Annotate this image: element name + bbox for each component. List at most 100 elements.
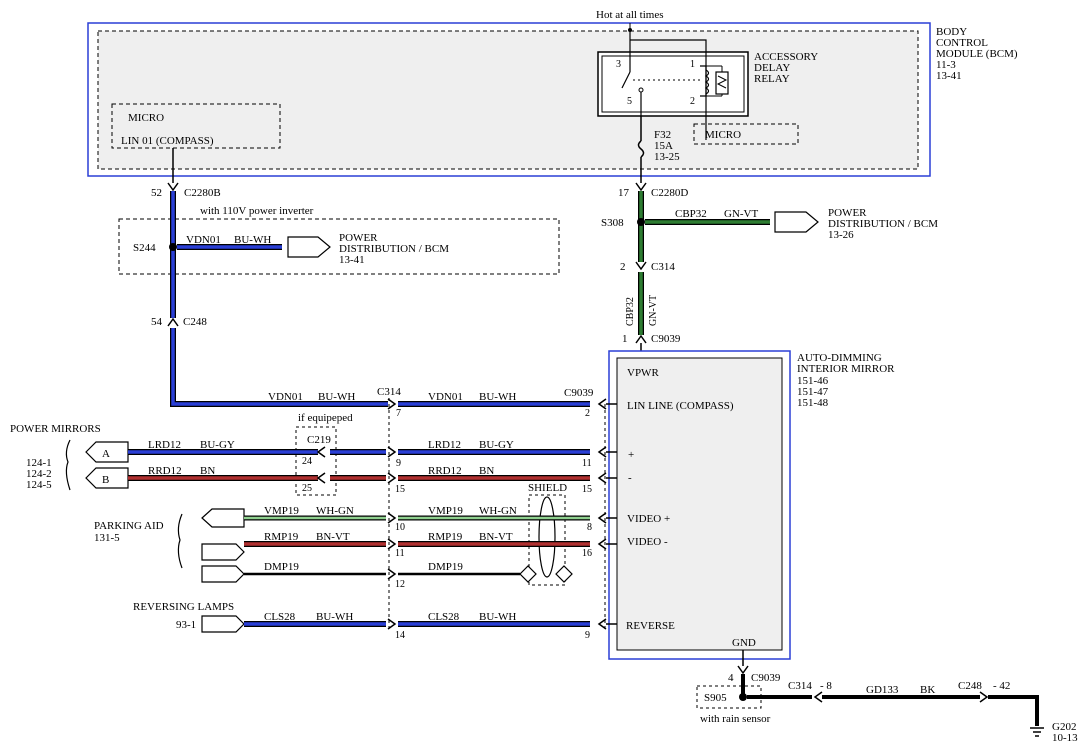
reversing-lamps-arrow	[201, 615, 245, 633]
cbp32-vertical-label: CBP32	[625, 297, 636, 326]
mirror-a-label: A	[102, 448, 110, 460]
shield-label: SHIELD	[528, 482, 567, 494]
svg-text:151-47: 151-47	[797, 386, 829, 398]
mirror-title: AUTO-DIMMING INTERIOR MIRROR 151-46 151-…	[797, 352, 895, 409]
c314-cls-connector-icon	[387, 618, 397, 630]
bn-label-b: BN	[479, 465, 494, 477]
vdn01-label-b: VDN01	[428, 391, 463, 403]
micro-right-label: MICRO	[705, 129, 741, 141]
cls28-label-a: CLS28	[264, 611, 296, 623]
bugy-label-a: BU-GY	[200, 439, 235, 451]
svg-text:124-2: 124-2	[26, 468, 52, 480]
c219-rrd-connector-icon	[316, 472, 326, 484]
c248-bot-connector-icon	[979, 691, 989, 703]
mirror-vpwr: VPWR	[627, 367, 659, 379]
lrd12-label-b: LRD12	[428, 439, 461, 451]
pin-c314-12: 12	[395, 579, 405, 590]
lrd12-label-a: LRD12	[148, 439, 181, 451]
c314-top-label: C314	[651, 261, 675, 273]
pin-c314-10: 10	[395, 522, 405, 533]
c9039-rmp-connector-icon	[597, 538, 607, 550]
svg-text:AUTO-DIMMING: AUTO-DIMMING	[797, 352, 882, 364]
c219-lrd-connector-icon	[316, 446, 326, 458]
c314-bot-label: C314	[788, 680, 812, 692]
fuse-label: F32 15A 13-25	[654, 129, 680, 163]
svg-text:13-26: 13-26	[828, 229, 854, 241]
c314-bot-pin: - 8	[820, 680, 832, 692]
shield-drain-left-icon	[519, 565, 537, 583]
gnvt-label: GN-VT	[724, 208, 758, 220]
c9039-bot-label: C9039	[751, 672, 781, 684]
power-mirrors-refs: 124-1 124-2 124-5	[26, 457, 52, 491]
c9039-mid-label: C9039	[564, 387, 594, 399]
vdn01-label-a: VDN01	[268, 391, 303, 403]
c2280d-label: C2280D	[651, 187, 688, 199]
svg-text:CONTROL: CONTROL	[936, 37, 988, 49]
mirror-reverse: REVERSE	[626, 620, 675, 632]
wire-vdn01-vertical	[170, 191, 388, 407]
ground-icon	[1030, 727, 1044, 737]
shield-drain-right-icon	[555, 565, 573, 583]
s308-splice	[637, 218, 645, 226]
whgn-label-b: WH-GN	[479, 505, 517, 517]
c314-bot-connector-icon	[813, 691, 823, 703]
c9039-rrd-connector-icon	[597, 472, 607, 484]
mirror-video-plus: VIDEO +	[627, 513, 670, 525]
rmp19-label-b: RMP19	[428, 531, 463, 543]
hot-label: Hot at all times	[596, 9, 664, 21]
c314-top-pin: 2	[620, 261, 626, 273]
bnvt-label-a: BN-VT	[316, 531, 350, 543]
vmp19-label-b: VMP19	[428, 505, 463, 517]
mirror-b-label: B	[102, 474, 109, 486]
c9039-lrd-connector-icon	[597, 446, 607, 458]
c9039-connector-icon	[597, 398, 607, 410]
c248-bot-label: C248	[958, 680, 982, 692]
pin-c314-15: 15	[395, 484, 405, 495]
s244-label: S244	[133, 242, 156, 254]
c248-pin: 54	[151, 316, 163, 328]
bnvt-label-b: BN-VT	[479, 531, 513, 543]
power-distribution-right-label: POWER DISTRIBUTION / BCM 13-26	[828, 207, 938, 241]
relay-coil-feed	[630, 39, 707, 140]
parking-aid-ref: 131-5	[94, 532, 120, 544]
c314-connector-icon	[387, 398, 397, 410]
power-mirrors-title: POWER MIRRORS	[10, 423, 101, 435]
pin-mirror-15: 15	[582, 484, 592, 495]
c9039-bot-connector-icon	[737, 665, 749, 675]
svg-text:INTERIOR MIRROR: INTERIOR MIRROR	[797, 363, 895, 375]
svg-text:POWER: POWER	[339, 232, 378, 244]
svg-text:124-1: 124-1	[26, 457, 52, 469]
parking-aid-dmp-arrow	[201, 565, 245, 583]
svg-text:13-41: 13-41	[936, 70, 962, 82]
svg-text:13-25: 13-25	[654, 151, 680, 163]
g202-label: G202 10-13	[1052, 721, 1078, 744]
rmp19-label-a: RMP19	[264, 531, 299, 543]
svg-text:11-3: 11-3	[936, 59, 956, 71]
c9039-top-pin: 1	[622, 333, 628, 345]
reversing-lamps-title: REVERSING LAMPS	[133, 601, 234, 613]
pin-c314-7: 7	[396, 408, 401, 419]
dmp19-label-a: DMP19	[264, 561, 299, 573]
c314-vmp-connector-icon	[387, 512, 397, 524]
power-distribution-left-label: POWER DISTRIBUTION / BCM 13-41	[339, 232, 449, 266]
svg-text:3: 3	[616, 59, 621, 70]
parking-aid-rmp-arrow	[201, 543, 245, 561]
svg-text:124-5: 124-5	[26, 479, 52, 491]
c314-top-connector-icon	[635, 261, 647, 271]
svg-text:15A: 15A	[654, 140, 673, 152]
mirror-gnd: GND	[732, 637, 756, 649]
c2280d-connector-icon	[635, 182, 647, 192]
mirror-minus: -	[628, 472, 632, 484]
pin-c314-14: 14	[395, 630, 405, 641]
rain-sensor-note: with rain sensor	[700, 713, 771, 725]
micro-right-box	[693, 123, 799, 145]
buwh-label-a: BU-WH	[318, 391, 355, 403]
power-distribution-left-arrow	[287, 236, 331, 258]
gd133-label: GD133	[866, 684, 899, 696]
svg-text:13-41: 13-41	[339, 254, 365, 266]
c9039-bot-pin: 4	[728, 672, 734, 684]
c9039-top-label: C9039	[651, 333, 681, 345]
svg-text:G202: G202	[1052, 721, 1076, 733]
c2280b-connector-icon	[167, 182, 179, 192]
